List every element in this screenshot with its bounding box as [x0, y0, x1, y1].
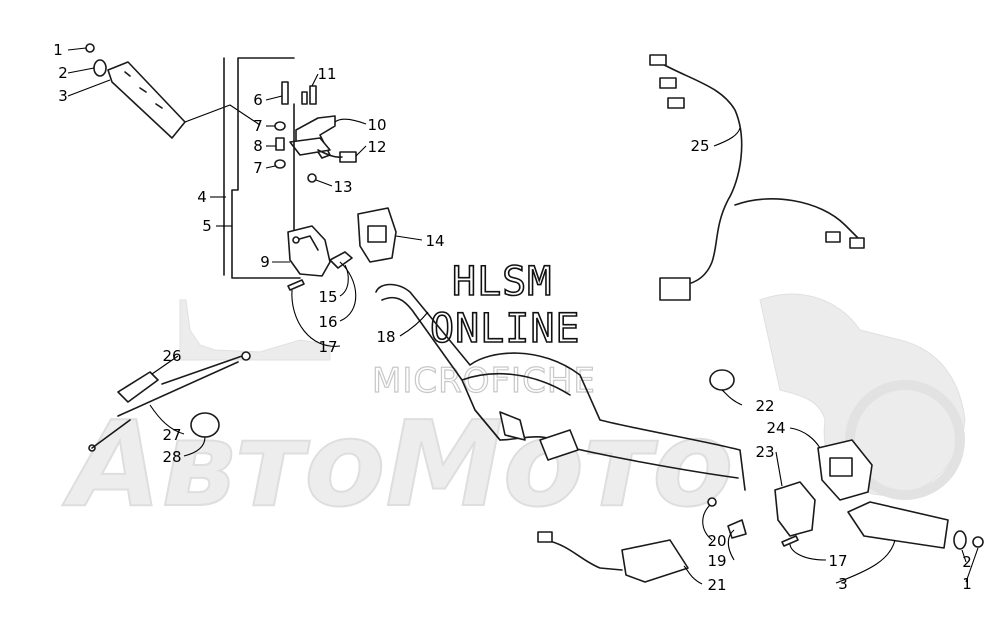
part-15-spring — [329, 251, 353, 269]
callout-28: 28 — [162, 448, 181, 466]
callout-23: 23 — [755, 443, 774, 461]
part-17-screw-right — [781, 535, 799, 547]
callout-8: 8 — [253, 137, 263, 155]
callout-4: 4 — [197, 188, 207, 206]
part-18-handlebar — [375, 283, 746, 491]
part-23-housing-base — [774, 481, 816, 537]
callout-1-left: 1 — [53, 41, 63, 59]
part-13-clip — [307, 173, 317, 183]
callout-2-left: 2 — [58, 64, 68, 82]
callout-17-left: 17 — [318, 338, 337, 356]
leader-lines — [67, 47, 979, 585]
callout-11: 11 — [317, 65, 336, 83]
callout-20: 20 — [707, 532, 726, 550]
part-17-screw-left — [287, 279, 305, 291]
callout-9: 9 — [260, 253, 270, 271]
part-3-grip — [107, 61, 186, 139]
callout-22: 22 — [755, 397, 774, 415]
callout-3-right: 3 — [838, 575, 848, 593]
callout-26: 26 — [162, 347, 181, 365]
city-silhouette-graphic — [179, 299, 331, 361]
part-20-screw — [707, 497, 717, 507]
callout-15: 15 — [318, 288, 337, 306]
harness-connector — [659, 277, 691, 301]
part-3-grip-right — [847, 501, 949, 549]
right-control-assembly — [537, 369, 984, 583]
callout-21: 21 — [707, 576, 726, 594]
part-9-throttle-housing — [287, 225, 331, 277]
callout-24: 24 — [766, 419, 785, 437]
callout-3-left: 3 — [58, 87, 68, 105]
part-1-screw — [85, 43, 95, 53]
callout-18: 18 — [376, 328, 395, 346]
part-8-bushing — [275, 137, 285, 151]
part-7-washer-lower — [274, 159, 286, 169]
part-25-wiring-harness — [649, 54, 865, 301]
left-control-housing — [287, 207, 397, 291]
callout-12: 12 — [367, 138, 386, 156]
callout-25: 25 — [690, 137, 709, 155]
callout-5: 5 — [202, 217, 212, 235]
callout-13: 13 — [333, 178, 352, 196]
part-27-cable — [117, 354, 246, 417]
part-4-5-group-bracket — [231, 57, 301, 279]
watermark-line3: MICROFICHE — [372, 361, 596, 401]
left-grip-assembly — [85, 43, 261, 139]
hlsm-watermark: HLSM ONLINE MICROFICHE — [371, 258, 596, 401]
callout-2-right: 2 — [962, 553, 972, 571]
callout-7-upper: 7 — [253, 117, 263, 135]
part-6-pin — [281, 81, 289, 105]
part-26-boot — [117, 371, 159, 403]
background-watermark: АвтоМото — [61, 293, 966, 534]
part-21-heater-element — [621, 539, 689, 583]
callout-6: 6 — [253, 91, 263, 109]
part-11-pin — [309, 85, 317, 105]
background-brand-text: АвтоМото — [62, 395, 733, 533]
callout-labels: 1 2 3 4 5 6 7 8 7 9 10 11 12 13 14 15 16… — [53, 41, 972, 594]
motorcycle-silhouette-graphic — [759, 293, 966, 497]
part-1-screw-right — [972, 536, 984, 548]
callout-19: 19 — [707, 552, 726, 570]
part-7-washer-upper — [274, 121, 286, 131]
callout-1-right: 1 — [962, 575, 972, 593]
callout-10: 10 — [367, 116, 386, 134]
callout-14: 14 — [425, 232, 444, 250]
callout-17-right: 17 — [828, 552, 847, 570]
callout-7-lower: 7 — [253, 159, 263, 177]
callout-27: 27 — [162, 426, 181, 444]
callout-16: 16 — [318, 313, 337, 331]
part-2-end-cap — [93, 59, 107, 77]
watermark-line1: HLSM — [452, 259, 552, 305]
part-2-end-cap-right — [953, 530, 967, 550]
watermark-line2: ONLINE — [430, 306, 581, 352]
throttle-cable-assembly — [88, 351, 251, 452]
part-22-clamp — [709, 369, 735, 391]
